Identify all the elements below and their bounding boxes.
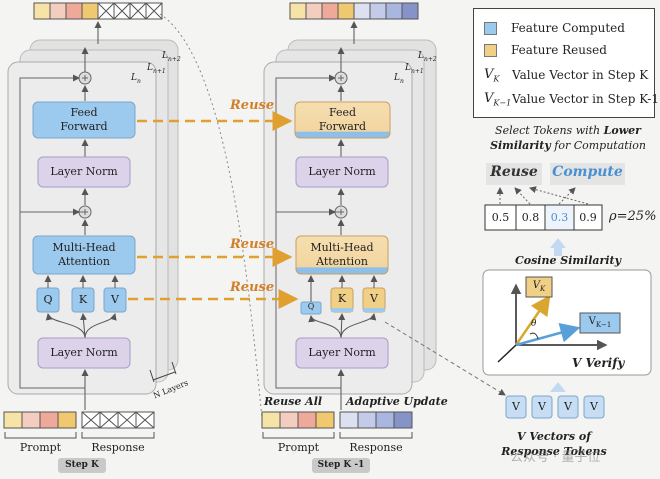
legend-computed: Feature Computed [484, 21, 625, 35]
right-v-label: V [370, 292, 378, 305]
sim-value-2: 0.3 [550, 211, 569, 224]
legend-vk: VK Value Vector in Step K [484, 67, 649, 84]
reuse-token-label: Reuse [490, 164, 538, 180]
right-feed-forward-label: Feed Forward [318, 106, 367, 133]
similarity-values [484, 204, 603, 231]
right-layer-norm-top-label: Layer Norm [308, 165, 376, 178]
left-mha-box [32, 235, 136, 275]
sim-value-0: 0.5 [491, 211, 510, 224]
sim-value-3: 0.9 [579, 211, 597, 224]
v-token-1: V [538, 400, 546, 413]
right-layer-norm-bottom-label: Layer Norm [308, 346, 376, 359]
vector-plot [497, 276, 621, 363]
left-layer-norm-top [37, 156, 131, 188]
vk-vector-label: VK [532, 280, 546, 293]
left-response-label: Response [91, 441, 145, 454]
watermark: 公众号 · 量子位 [510, 450, 601, 465]
left-prompt-label: Prompt [19, 441, 62, 454]
reused-swatch [484, 43, 497, 57]
left-layer-label-n: Ln [131, 73, 141, 85]
theta-label: θ [531, 319, 537, 329]
v-token-0: V [512, 400, 520, 413]
reuse-token-box [486, 163, 542, 185]
reuse-label-kv: Reuse [230, 280, 275, 295]
legend-vk1: VK−1 Value Vector in Step K-1 [484, 91, 659, 108]
legend: Feature Computed Feature Reused VK Value… [473, 8, 659, 118]
reuse-label-mha: Reuse [230, 237, 275, 252]
vk-symbol: V [484, 67, 494, 82]
left-layer-norm-top-label: Layer Norm [50, 165, 118, 178]
right-internals [275, 47, 391, 410]
right-bottom-tokens [261, 411, 413, 439]
left-layer-label-n2: Ln+2 [162, 51, 181, 63]
left-layer-label-n1: Ln+1 [147, 63, 166, 75]
compute-token-box [550, 163, 625, 185]
cosine-similarity-label: Cosine Similarity [515, 254, 621, 267]
step-k-minus-1-label: Step K -1 [312, 458, 370, 473]
vk1-symbol: V [484, 91, 494, 106]
left-bottom-tokens [3, 411, 155, 439]
right-feed-forward-box [294, 101, 391, 139]
v-token-row [505, 395, 605, 419]
verify-panel [482, 269, 652, 376]
left-feed-forward-box [32, 101, 136, 139]
legend-vk-desc: Value Vector in Step K [512, 68, 649, 83]
adaptive-update-label: Adaptive Update [346, 395, 448, 408]
right-layer-label-n: Ln [394, 73, 404, 85]
reuse-all-label: Reuse All [264, 395, 323, 408]
left-top-tokens [33, 2, 163, 20]
legend-reused: Feature Reused [484, 43, 607, 57]
reuse-arrows [128, 111, 299, 309]
rho-label: ρ=25% [609, 209, 657, 224]
v-verify-label: V Verify [572, 356, 625, 370]
left-layer-norm-bottom [37, 337, 131, 369]
right-layer-norm-bottom [295, 337, 389, 369]
left-internals [19, 47, 136, 410]
right-q-label: Q [307, 302, 315, 311]
right-mha-box [295, 235, 389, 275]
step-k-label: Step K [58, 458, 106, 473]
right-layer-norm-top [295, 156, 389, 188]
computed-swatch [484, 21, 497, 35]
right-layer-label-n1: Ln+1 [405, 63, 424, 75]
left-k-label: K [78, 293, 88, 306]
v-token-2: V [564, 400, 572, 413]
right-prompt-label: Prompt [277, 441, 320, 454]
v-token-3: V [590, 400, 598, 413]
right-k-label: K [337, 292, 347, 305]
compute-token-label: Compute [552, 164, 623, 180]
legend-reused-label: Feature Reused [511, 43, 607, 57]
left-q-label: Q [43, 293, 53, 306]
left-feed-forward-label: Feed Forward [60, 106, 108, 133]
left-mha-label: Multi-Head Attention [52, 241, 116, 268]
vk1-vector-label: VK−1 [588, 316, 612, 329]
legend-vk1-desc: Value Vector in Step K-1 [512, 92, 659, 107]
left-layer-norm-bottom-label: Layer Norm [50, 346, 118, 359]
right-mha-label: Multi-Head Attention [310, 241, 374, 268]
reuse-label-ff: Reuse [230, 98, 275, 113]
left-v-label: V [111, 293, 119, 306]
legend-computed-label: Feature Computed [511, 21, 625, 35]
right-response-label: Response [349, 441, 403, 454]
sim-value-1: 0.8 [521, 211, 540, 224]
right-top-tokens [289, 2, 419, 20]
right-layer-label-n2: Ln+2 [418, 51, 437, 63]
